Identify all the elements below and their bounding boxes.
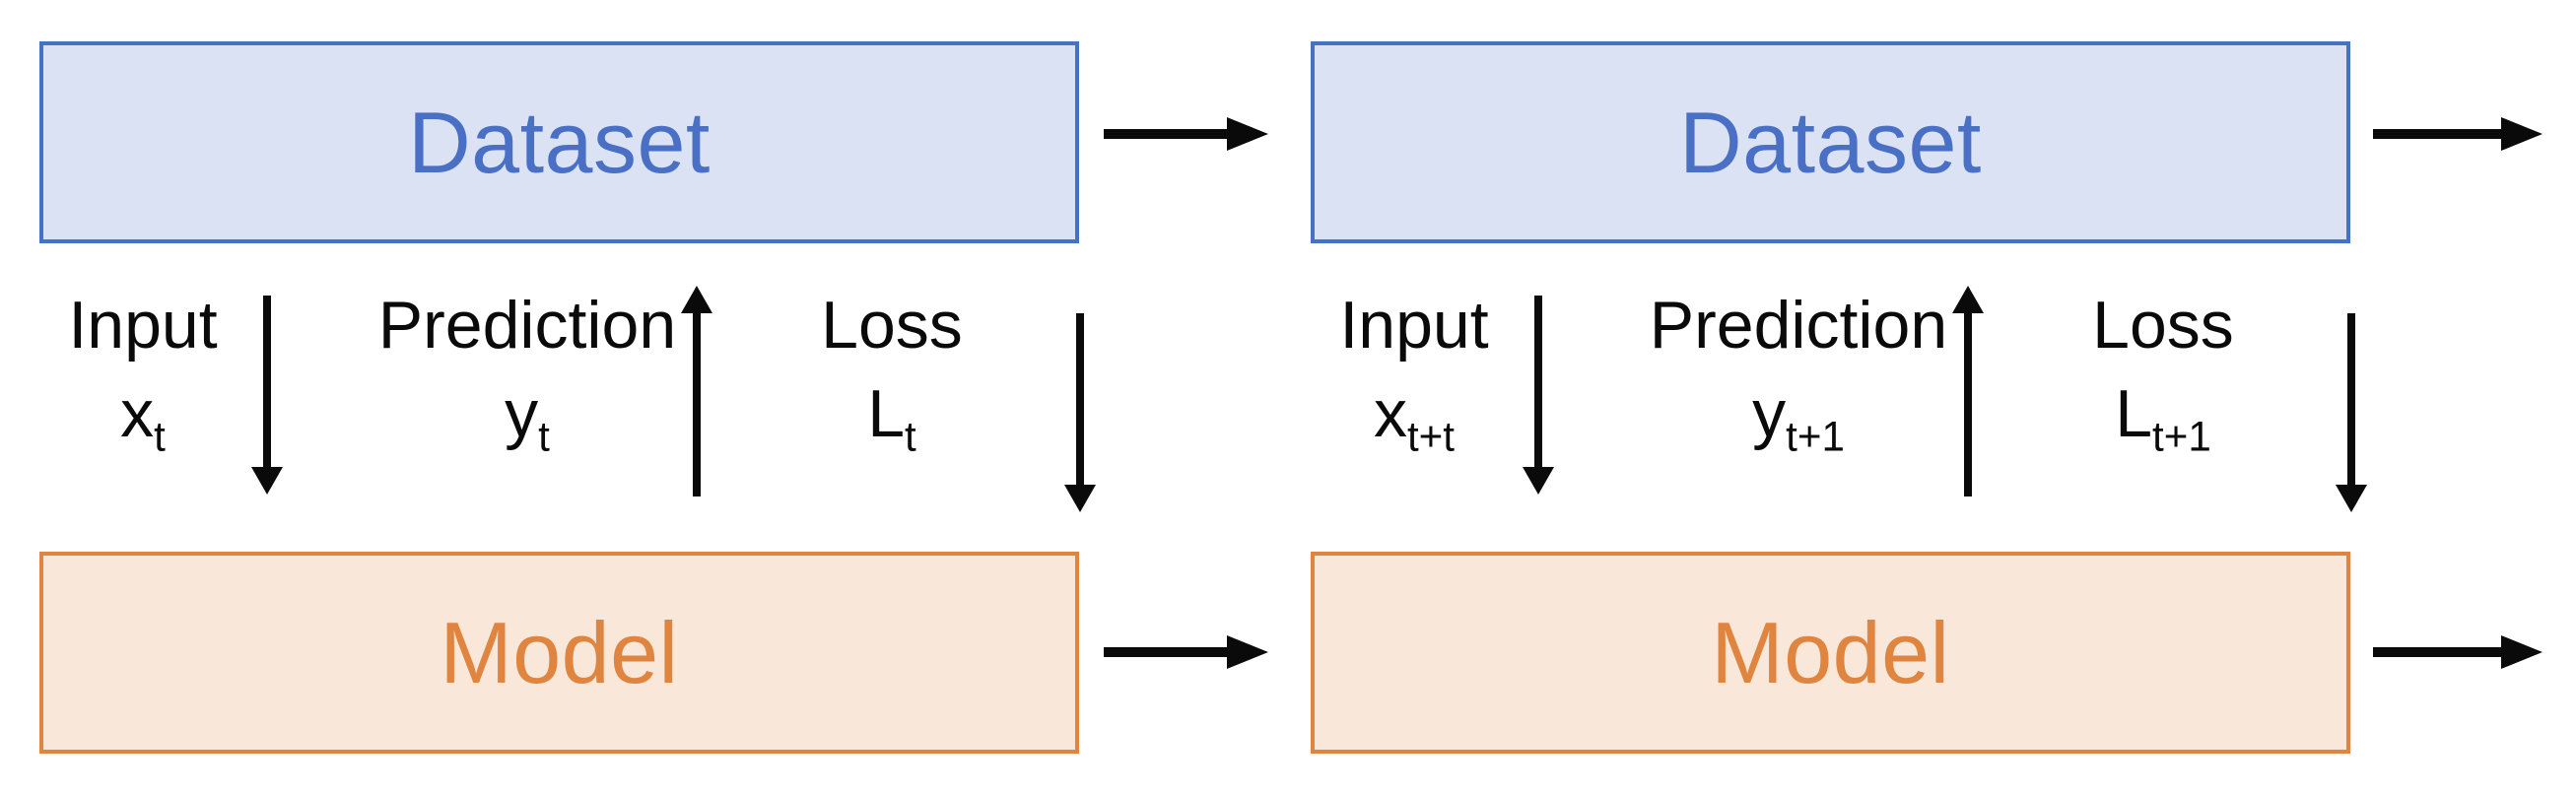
prediction-up-arrow-icon [681,286,712,496]
dataset-to-dataset-arrow-icon [1104,117,1268,151]
input-symbol: xt+t [1301,380,1527,457]
prediction-symbol-sub: t+1 [1786,413,1845,460]
loss-down-arrow-icon [1064,313,1096,512]
model-to-model-arrow-icon [1104,635,1268,669]
dataset-box: Dataset [1311,41,2350,243]
model-box: Model [39,552,1079,754]
input-symbol-sub: t [154,413,166,460]
arrow-shaft [1104,647,1239,657]
arrow-shaft [693,309,701,496]
arrow-head [1952,286,1984,313]
arrow-shaft [1964,309,1972,496]
input-symbol-base: x [1373,376,1407,451]
prediction-word: Prediction [1649,288,1948,363]
loss-symbol: Lt+1 [2055,380,2271,457]
arrow-shaft [2347,313,2355,489]
arrow-head [2501,117,2542,151]
arrow-shaft [1104,129,1239,139]
input-down-arrow-icon [251,296,283,495]
model-output-arrow-icon [2373,635,2542,669]
prediction-symbol-base: y [505,376,539,451]
prediction-symbol: yt+1 [1636,380,1961,457]
loss-symbol: Lt [783,380,1000,457]
arrow-head [2501,635,2542,669]
arrow-shaft [1076,313,1084,489]
loss-symbol-sub: t [905,413,916,460]
timestep-unit-2: Dataset Model Input xt+t Prediction yt+1… [1311,0,2367,794]
arrow-shaft [2373,647,2513,657]
dataset-output-arrow-icon [2373,117,2542,151]
input-symbol-base: x [120,376,155,451]
arrow-head [251,467,283,495]
input-flow-label: Input xt+t [1301,288,1527,457]
arrow-shaft [263,296,271,471]
arrow-head [1523,467,1554,495]
prediction-symbol: yt [365,380,690,457]
loss-symbol-sub: t+1 [2152,413,2211,460]
dataset-label: Dataset [1679,93,1982,191]
input-symbol-sub: t+t [1406,413,1456,460]
input-down-arrow-icon [1523,296,1554,495]
arrow-head [2336,485,2367,512]
model-label: Model [1711,603,1950,701]
arrow-shaft [1534,296,1542,471]
arrow-head [1064,485,1096,512]
prediction-symbol-base: y [1752,376,1787,451]
prediction-flow-label: Prediction yt [365,288,690,457]
loss-symbol-base: L [867,376,906,451]
dataset-label: Dataset [408,93,711,191]
loss-word: Loss [821,288,963,363]
input-symbol: xt [30,380,256,457]
arrow-shaft [2373,129,2513,139]
model-label: Model [440,603,679,701]
loss-word: Loss [2092,288,2234,363]
arrow-head [1227,117,1268,151]
input-word: Input [68,288,218,363]
arrow-head [1227,635,1268,669]
loss-down-arrow-icon [2336,313,2367,512]
arrow-head [681,286,712,313]
loss-symbol-base: L [2115,376,2153,451]
input-flow-label: Input xt [30,288,256,457]
prediction-symbol-sub: t [538,413,550,460]
loss-flow-label: Loss Lt [783,288,1000,457]
prediction-flow-label: Prediction yt+1 [1636,288,1961,457]
loss-flow-label: Loss Lt+1 [2055,288,2271,457]
prediction-word: Prediction [377,288,677,363]
timestep-unit-1: Dataset Model Input xt Prediction yt Los… [39,0,1096,794]
dataset-box: Dataset [39,41,1079,243]
input-word: Input [1339,288,1489,363]
prediction-up-arrow-icon [1952,286,1984,496]
model-box: Model [1311,552,2350,754]
